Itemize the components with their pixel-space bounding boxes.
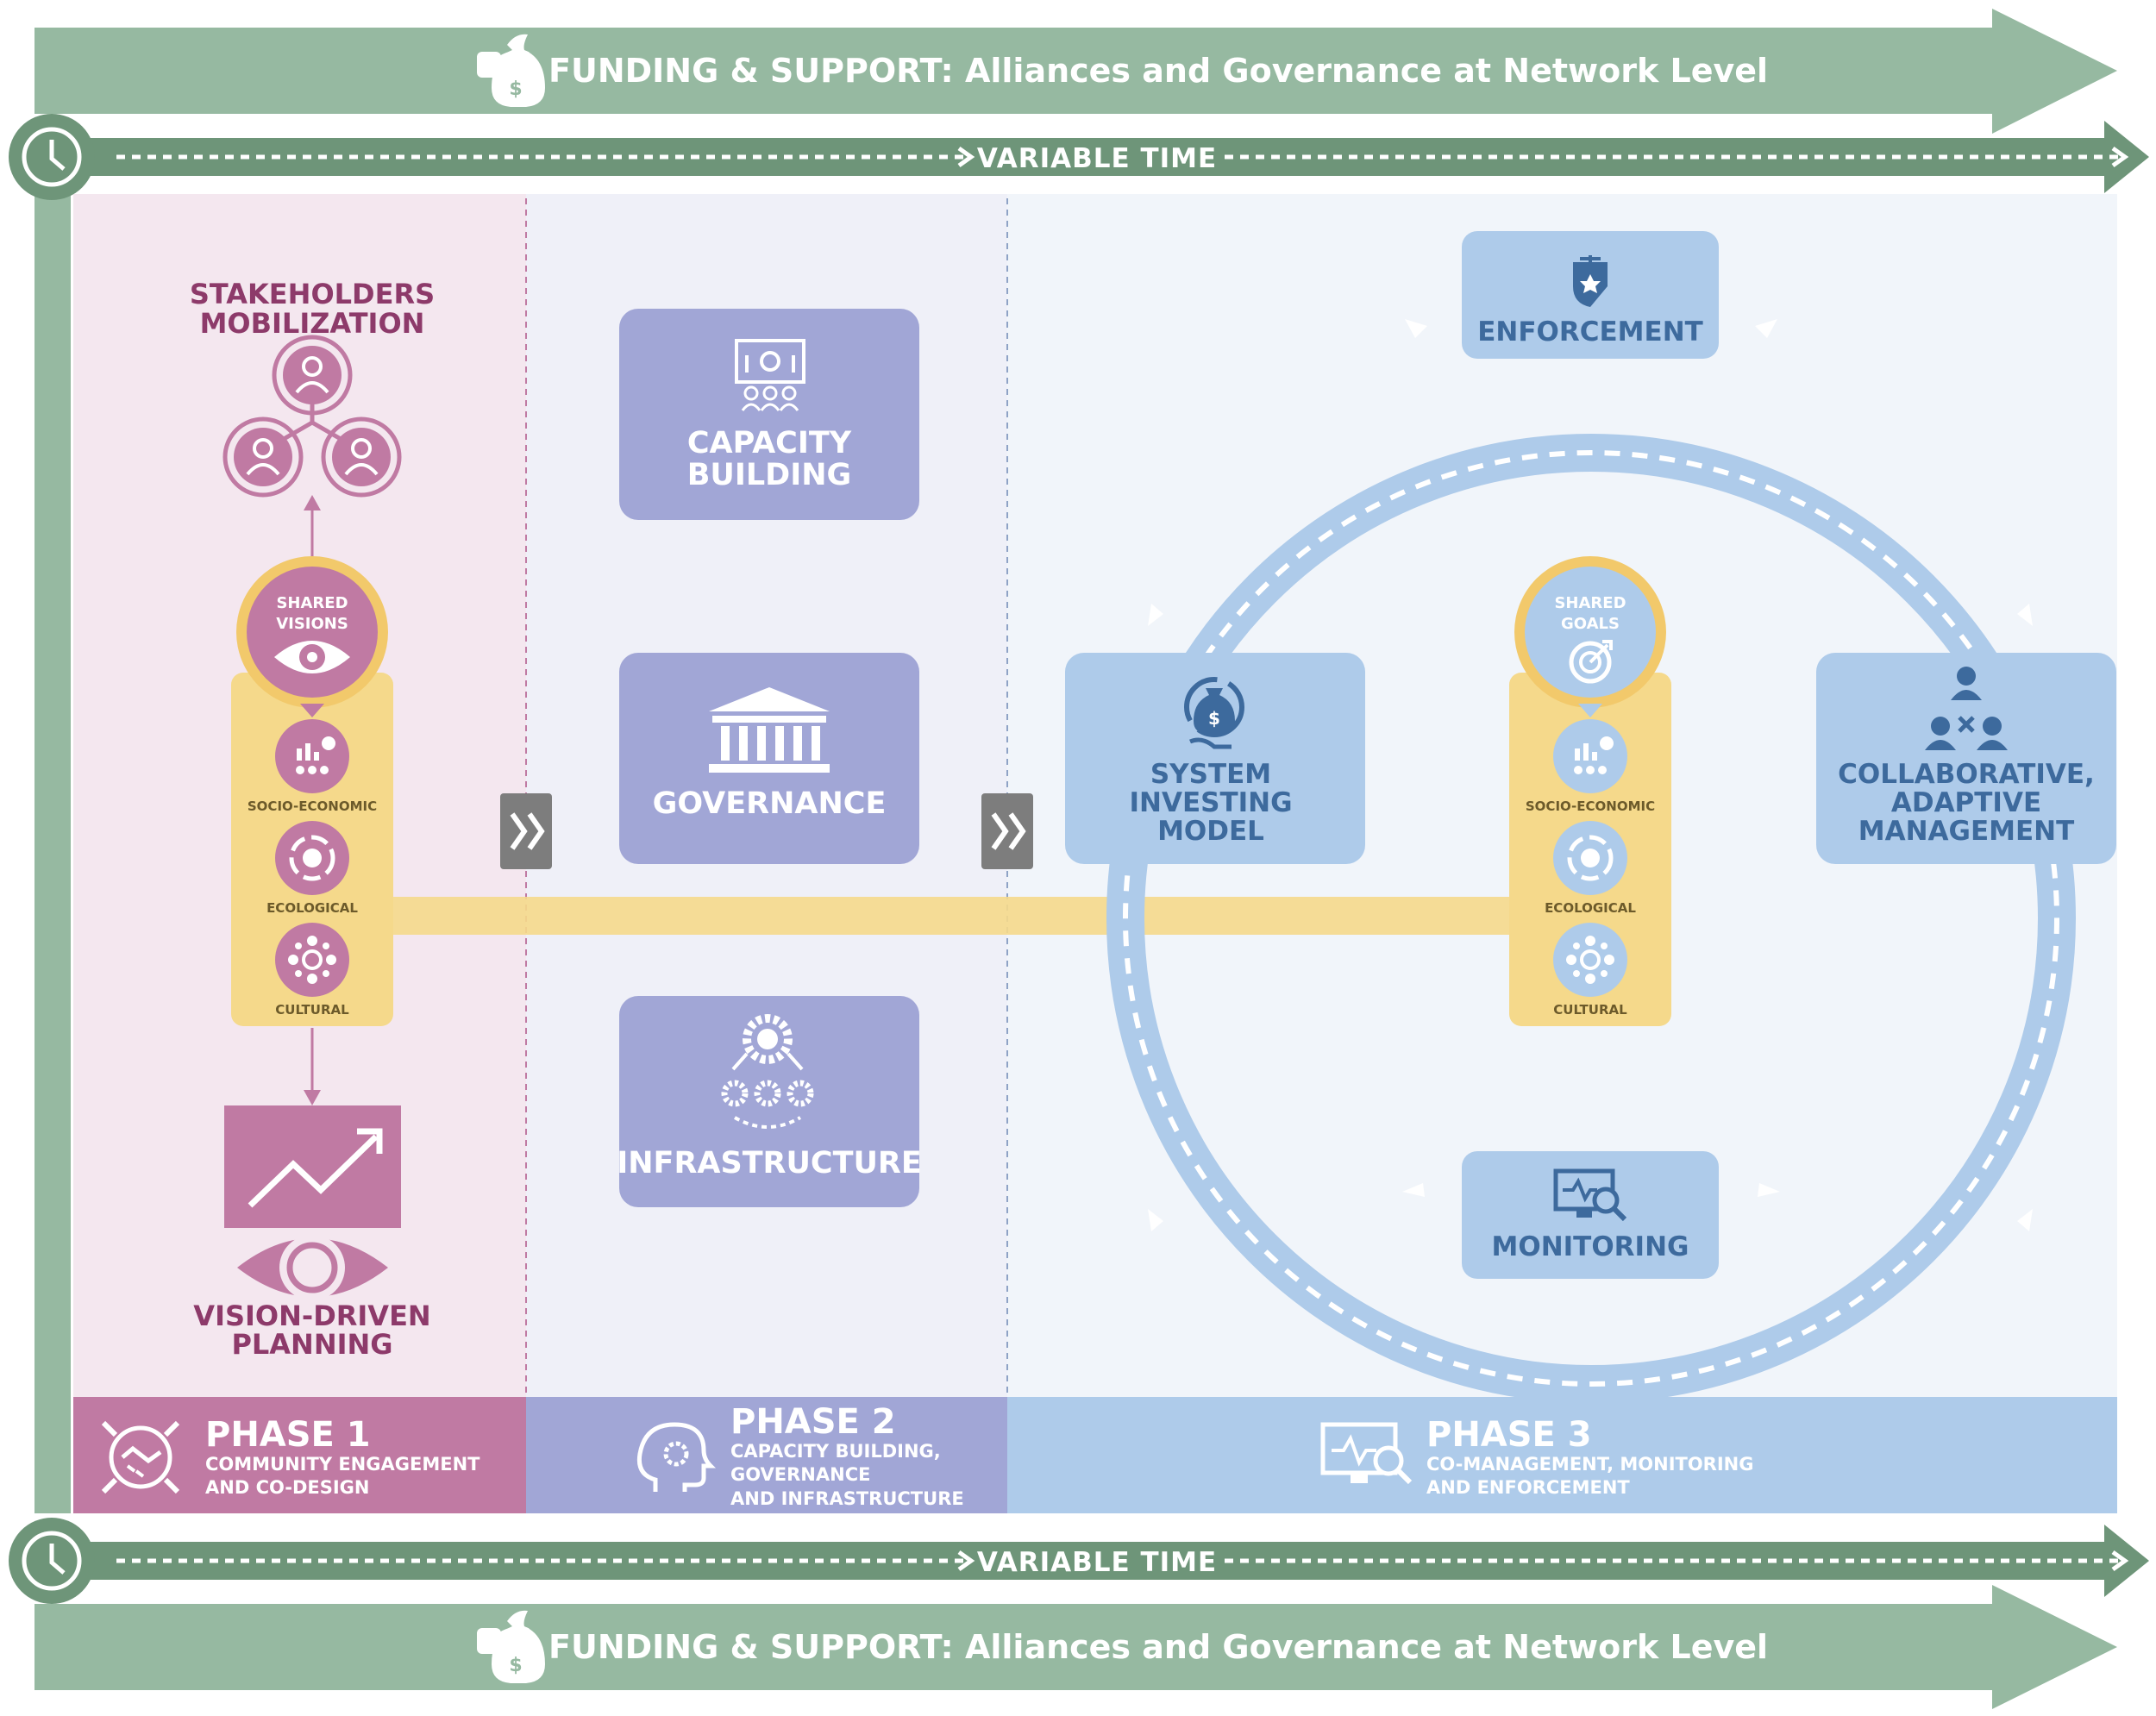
infrastructure-box: INFRASTRUCTURE [617, 996, 922, 1207]
shared-visions-badge: SHARED VISIONS [236, 556, 388, 708]
system-investing-box: $ SYSTEM INVESTING MODEL [1065, 653, 1365, 864]
socio-economic-label-p3: SOCIO-ECONOMIC [1526, 799, 1655, 814]
clock-icon [9, 114, 95, 200]
shared-goals-badge: SHARED GOALS [1514, 556, 1666, 708]
svg-text:$: $ [1208, 708, 1220, 729]
shared-goals-line2: GOALS [1561, 615, 1620, 633]
system-investing-line1: SYSTEM [1150, 759, 1271, 790]
cultural-label-p1: CULTURAL [275, 1002, 349, 1018]
handshake-icon [101, 1420, 180, 1494]
monitoring-box: MONITORING [1462, 1151, 1719, 1279]
capacity-line2: BUILDING [687, 458, 852, 492]
system-investing-line3: MODEL [1157, 816, 1264, 847]
justice-scales-icon [1573, 255, 1608, 307]
capacity-building-box: CAPACITY BUILDING [619, 309, 919, 520]
stakeholders-network-icon [222, 335, 402, 498]
system-investing-line2: INVESTING [1129, 787, 1292, 818]
shared-goals-line1: SHARED [1554, 594, 1626, 612]
cycle-dashes [1123, 450, 2059, 1387]
socio-economic-icon-p3 [1553, 719, 1627, 793]
cultural-label-p3: CULTURAL [1553, 1002, 1627, 1018]
governance-label: GOVERNANCE [653, 786, 887, 821]
monitoring-label: MONITORING [1492, 1231, 1689, 1262]
vision-planning-line2: PLANNING [231, 1328, 392, 1361]
left-green-border [34, 151, 71, 1513]
capacity-line1: CAPACITY [687, 426, 852, 460]
socio-economic-icon-p1 [275, 719, 349, 793]
phase1-bar [73, 1397, 526, 1513]
target-icon [1569, 640, 1613, 684]
collaborative-box: COLLABORATIVE, ADAPTIVE MANAGEMENT [1816, 653, 2116, 864]
timeline-bottom: VARIABLE TIME [9, 1518, 2149, 1604]
money-bag-cycle-icon: $ [1184, 677, 1244, 749]
chevron-phase1-to-2-icon [500, 793, 552, 869]
eye-gear-icon [274, 641, 350, 673]
phase-bar: PHASE 1 COMMUNITY ENGAGEMENT AND CO-DESI… [73, 1397, 2117, 1513]
funding-banner-top: $ FUNDING & SUPPORT: Alliances and Gover… [34, 9, 2117, 134]
head-gear-icon [636, 1422, 717, 1492]
stakeholders-title-line2: MOBILIZATION [200, 307, 425, 340]
phase2-desc-line1: CAPACITY BUILDING, [730, 1441, 941, 1462]
enforcement-box: ENFORCEMENT [1462, 231, 1719, 359]
socio-economic-label-p1: SOCIO-ECONOMIC [248, 799, 377, 814]
phase2-desc-line3: AND INFRASTRUCTURE [730, 1488, 964, 1509]
phase1-desc-line2: AND CO-DESIGN [205, 1477, 369, 1498]
clock-icon [9, 1518, 95, 1604]
ecological-icon-p1 [275, 821, 349, 895]
collaborative-line3: MANAGEMENT [1858, 816, 2075, 847]
chevron-phase2-to-3-icon [981, 793, 1033, 869]
phase3-bar [1007, 1397, 2117, 1513]
phase2-desc-line2: GOVERNANCE [730, 1464, 870, 1485]
ecological-label-p3: ECOLOGICAL [1545, 900, 1636, 916]
funding-title-top: FUNDING & SUPPORT: Alliances and Governa… [548, 52, 1768, 90]
ecological-icon-p3 [1553, 821, 1627, 895]
enforcement-label: ENFORCEMENT [1477, 316, 1703, 348]
phase3-title: PHASE 3 [1426, 1415, 1592, 1455]
vision-planning-line1: VISION-DRIVEN [193, 1300, 430, 1332]
stakeholders-title-line1: STAKEHOLDERS [190, 278, 435, 310]
monitor-analysis-icon [1320, 1422, 1413, 1485]
svg-text:$: $ [509, 1655, 522, 1676]
phase3-desc-line1: CO-MANAGEMENT, MONITORING [1426, 1454, 1753, 1475]
collaborative-line2: ADAPTIVE [1891, 787, 2041, 818]
monitor-search-icon [1553, 1168, 1627, 1222]
cultural-icon-p3 [1553, 923, 1627, 997]
building-columns-icon [709, 687, 830, 773]
cultural-icon-p1 [275, 923, 349, 997]
team-collaboration-icon [1925, 667, 2008, 750]
timeline-top: VARIABLE TIME [9, 114, 2149, 200]
funding-title-bottom: FUNDING & SUPPORT: Alliances and Governa… [548, 1628, 1768, 1666]
phase2-title: PHASE 2 [730, 1402, 896, 1442]
phase1-desc-line1: COMMUNITY ENGAGEMENT [205, 1454, 480, 1475]
funding-banner-bottom: $ FUNDING & SUPPORT: Alliances and Gover… [34, 1585, 2117, 1709]
gears-icon [721, 1014, 814, 1129]
money-hand-icon: $ [477, 1610, 545, 1683]
phase2-bar [526, 1397, 1007, 1513]
training-board-icon [735, 339, 805, 411]
infrastructure-label: INFRASTRUCTURE [617, 1146, 922, 1181]
shared-vision-connector [392, 897, 1514, 935]
shared-visions-line1: SHARED [276, 594, 348, 612]
collaborative-line1: COLLABORATIVE, [1838, 759, 2095, 790]
shared-visions-line2: VISIONS [276, 615, 348, 633]
svg-text:$: $ [509, 78, 522, 100]
governance-box: GOVERNANCE [619, 653, 919, 864]
variable-time-label-bottom: VARIABLE TIME [977, 1547, 1217, 1578]
cycle-arrowheads [1148, 319, 2033, 1231]
ecological-label-p1: ECOLOGICAL [266, 900, 358, 916]
phase3-desc-line2: AND ENFORCEMENT [1426, 1477, 1630, 1498]
money-hand-icon: $ [477, 34, 545, 107]
management-cycle [1106, 434, 2076, 1403]
phase1-title: PHASE 1 [205, 1415, 371, 1455]
variable-time-label-top: VARIABLE TIME [977, 143, 1217, 174]
vision-planning-icon [224, 1105, 401, 1300]
